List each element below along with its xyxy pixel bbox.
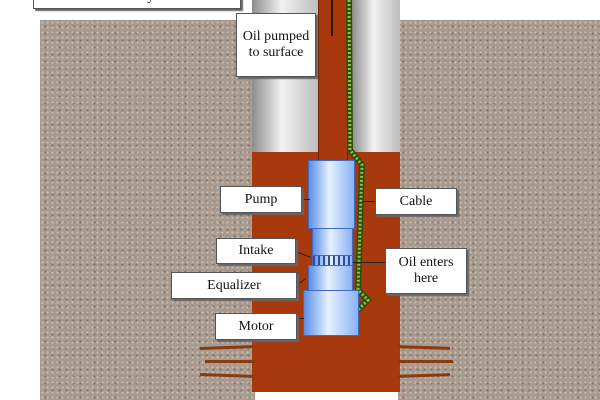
pump-label: Pump [220,186,302,213]
cable-label: Cable [375,188,457,215]
pump-lower-section [312,228,353,256]
perforation [205,360,255,363]
tubing-arrow [331,0,333,36]
casing-right [352,0,400,152]
oil-pumped-label: Oil pumped to surface [236,13,316,77]
equalizer-section [308,265,353,291]
perforation [398,360,453,363]
power-cable [346,0,373,317]
leader-oil-enters [353,262,385,263]
motor-label: Motor [215,313,297,340]
pump-section [308,160,355,229]
intake-label: Intake [216,238,296,264]
leader-cable [362,201,375,202]
leader-pump [300,199,310,200]
leader-motor [295,318,304,319]
motor-section [303,290,359,336]
title-label: Surface System [33,0,241,9]
oil-enters-label: Oil enters here [385,248,467,294]
equalizer-label: Equalizer [171,272,297,299]
rock-formation-left [40,20,255,400]
